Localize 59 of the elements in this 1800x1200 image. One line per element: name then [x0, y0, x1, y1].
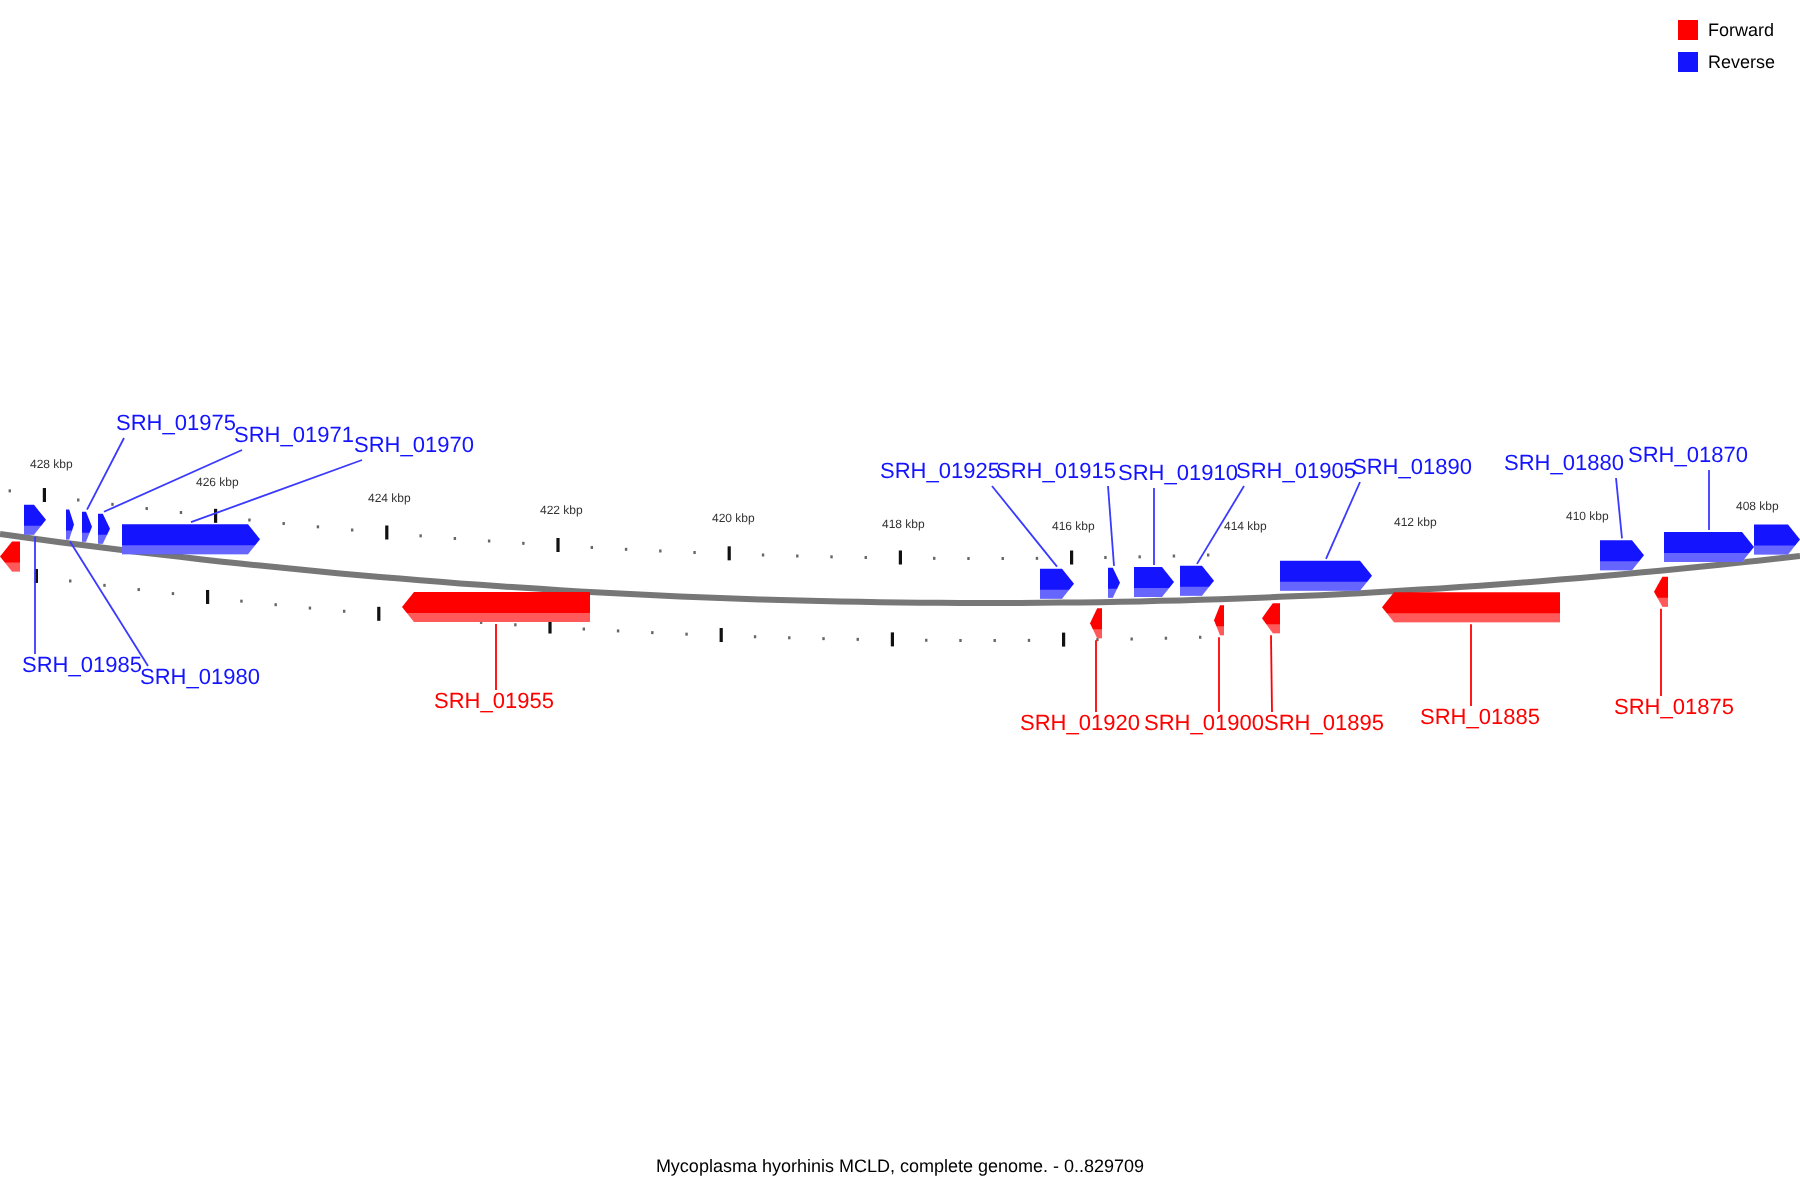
gene-block [24, 504, 46, 535]
gene-block [1214, 605, 1224, 636]
gene-label: SRH_01880 [1504, 452, 1624, 478]
gene-label: SRH_01920 [1020, 712, 1140, 738]
leader-line [1470, 623, 1472, 707]
gene-label: SRH_01905 [1236, 460, 1356, 486]
gene-label: SRH_01985 [22, 654, 142, 680]
gene-block [1134, 567, 1174, 597]
gene-block [82, 511, 92, 542]
gene-label: SRH_01925 [880, 460, 1000, 486]
gene-label: SRH_01975 [116, 412, 236, 438]
gene-block [98, 513, 110, 544]
gene-label: SRH_01890 [1352, 456, 1472, 482]
leader-line [495, 623, 497, 691]
leader-line [86, 437, 125, 511]
gene-block [66, 509, 74, 540]
gene-block [1090, 608, 1102, 639]
gene-block [1664, 531, 1754, 562]
gene-block [1180, 565, 1214, 596]
leader-line [1660, 607, 1662, 697]
leader-line [1708, 469, 1710, 531]
leader-line [1325, 481, 1361, 560]
gene-label: SRH_01915 [996, 460, 1116, 486]
gene-block [402, 592, 590, 622]
gene-label: SRH_01875 [1614, 696, 1734, 722]
gene-label: SRH_01955 [434, 690, 554, 716]
gene-label: SRH_01895 [1264, 712, 1384, 738]
legend-label: Forward [1708, 20, 1775, 42]
gene-label: SRH_01980 [140, 666, 260, 692]
gene-block [1600, 540, 1644, 571]
leader-line [1095, 639, 1097, 713]
leader-line [1218, 636, 1220, 713]
leader-line [103, 449, 243, 513]
leader-line [1270, 634, 1273, 713]
leader-line [1615, 477, 1623, 540]
caption: Mycoplasma hyorhinis MCLD, complete genome. - 0..829709 [653, 1156, 1147, 1176]
gene-block [1754, 524, 1800, 555]
gene-label: SRH_01971 [234, 424, 354, 450]
gene-label: SRH_01870 [1628, 444, 1748, 470]
gene-block [0, 541, 20, 572]
gene-block [122, 524, 260, 555]
leader-line [34, 535, 36, 655]
gene-label: SRH_01970 [354, 434, 474, 460]
gene-block [1040, 568, 1074, 599]
leader-line [190, 459, 363, 524]
leader-line [69, 540, 149, 667]
gene-block [1262, 603, 1280, 634]
leader-line [1196, 485, 1245, 565]
gene-label: SRH_01910 [1118, 462, 1238, 488]
gene-block [1108, 567, 1120, 598]
leader-line [991, 485, 1058, 568]
gene-block [1382, 592, 1560, 623]
gene-label: SRH_01900 [1144, 712, 1264, 738]
gene-block [1654, 576, 1668, 607]
leader-line [1153, 487, 1155, 566]
gene-block [1280, 560, 1372, 591]
leader-line [1107, 485, 1115, 567]
legend-label: Reverse [1708, 52, 1776, 74]
gene-label: SRH_01885 [1420, 706, 1540, 732]
